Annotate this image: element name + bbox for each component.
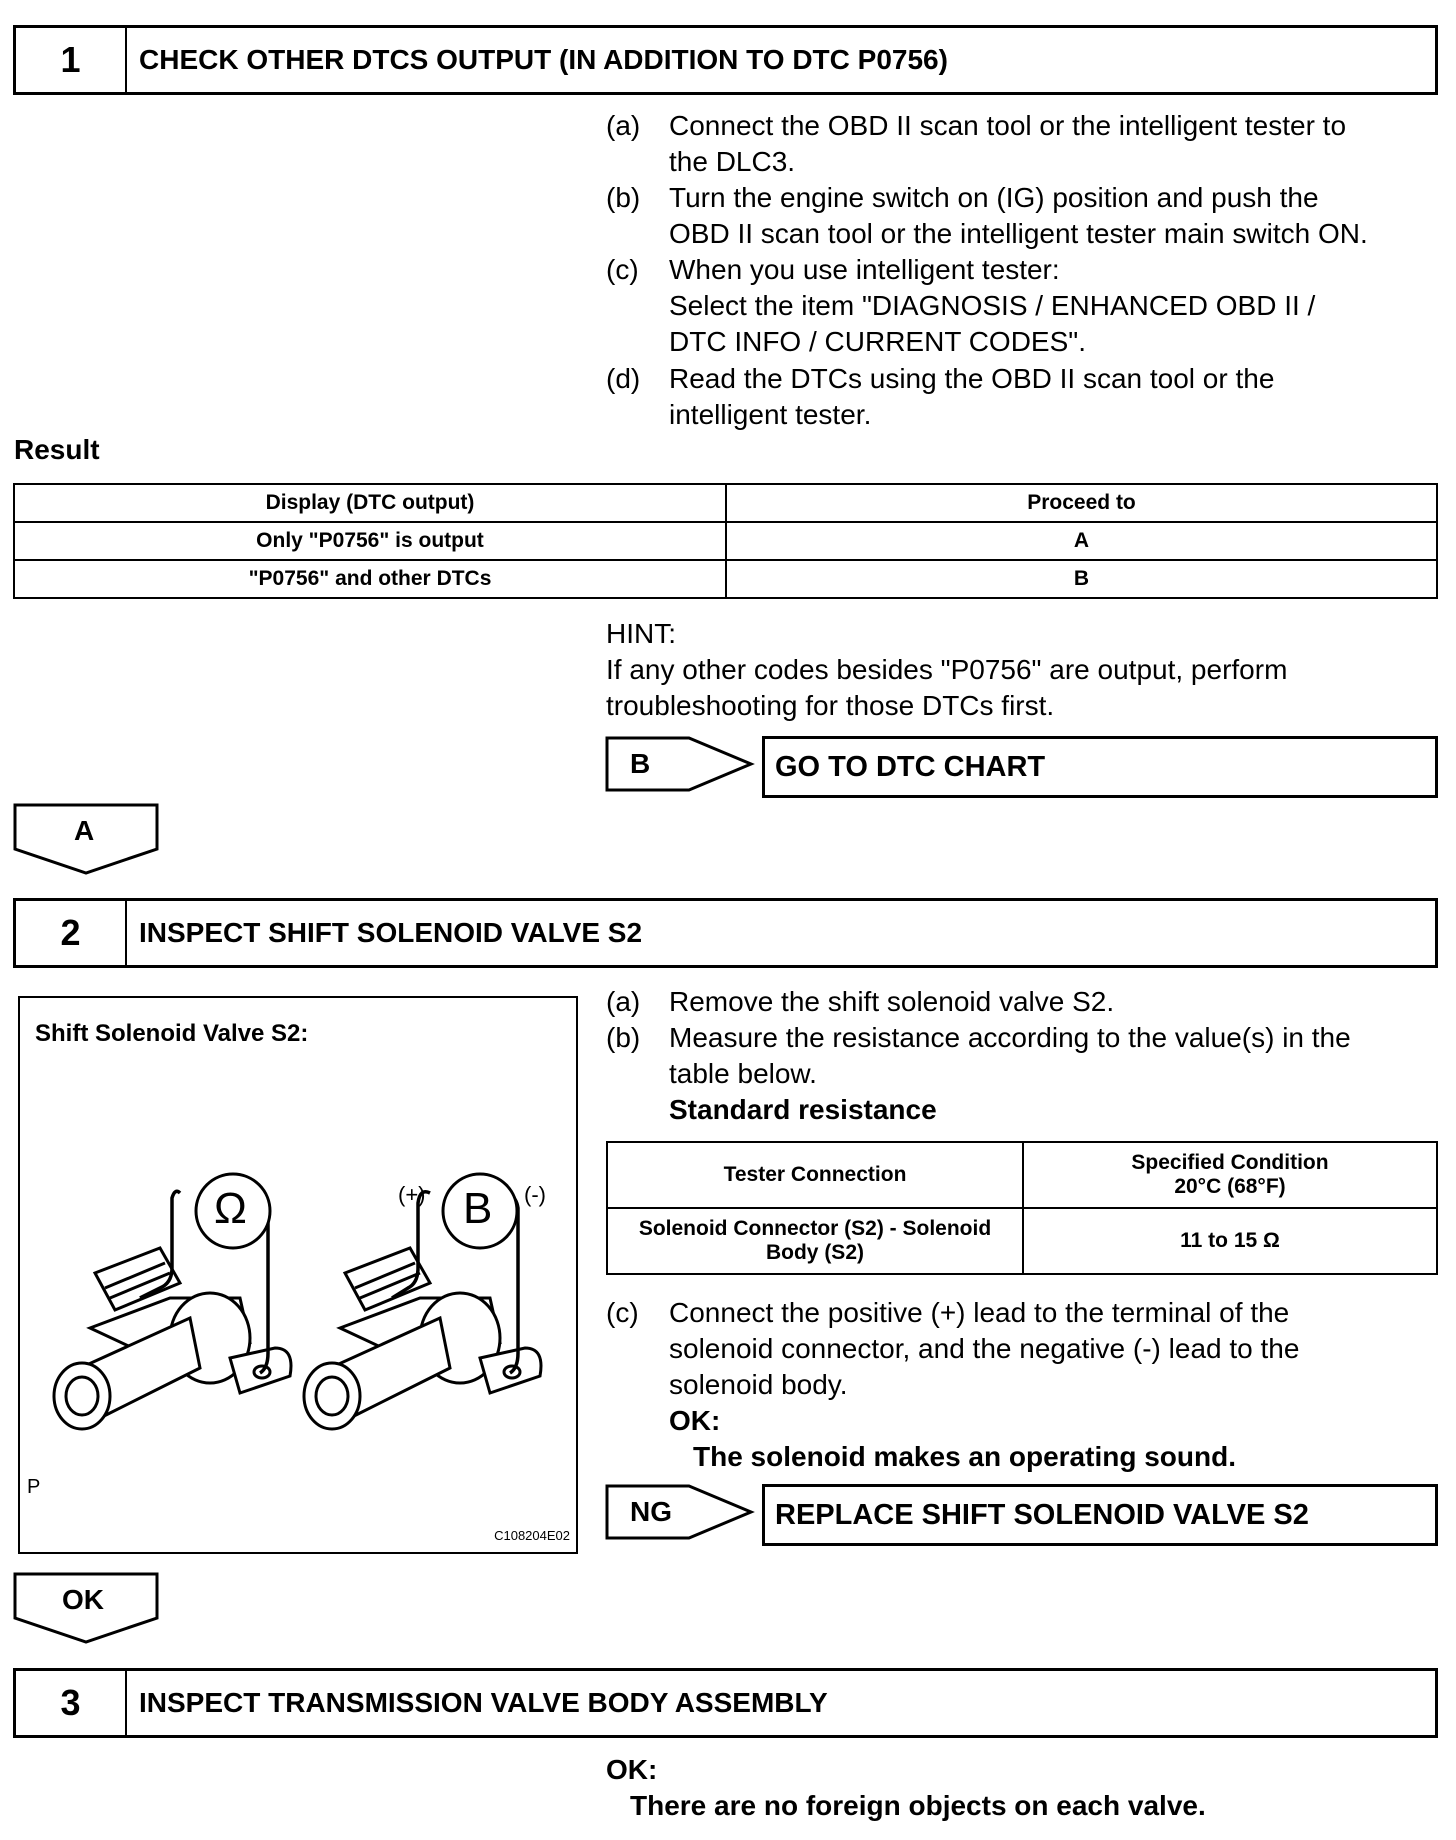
- table-cell-line: Body (S2): [765, 1241, 864, 1264]
- branch-arrow-icon: [605, 1484, 755, 1540]
- item-line: Read the DTCs using the OBD II scan tool…: [669, 363, 1275, 394]
- item-line: Measure the resistance according to the …: [669, 1022, 1351, 1053]
- instruction-item: (c) When you use intelligent tester: Sel…: [606, 252, 1436, 360]
- corner-mark: P: [27, 1476, 41, 1498]
- item-label: (b): [606, 182, 641, 213]
- branch-label: B: [630, 748, 651, 779]
- step-number: 3: [16, 1671, 127, 1735]
- instruction-item: (d) Read the DTCs using the OBD II scan …: [606, 361, 1436, 433]
- hint-label: HINT:: [606, 618, 676, 649]
- item-line: solenoid body.: [669, 1369, 848, 1400]
- ok-label: OK:: [669, 1405, 721, 1436]
- item-line: DTC INFO / CURRENT CODES".: [669, 326, 1086, 357]
- table-header: Display (DTC output): [13, 483, 727, 523]
- step-3-header: 3 INSPECT TRANSMISSION VALVE BODY ASSEMB…: [13, 1668, 1438, 1738]
- item-label: (a): [606, 110, 641, 141]
- solenoid-left: [52, 1246, 293, 1431]
- branch-action: GO TO DTC CHART: [775, 750, 1046, 783]
- step-title: INSPECT SHIFT SOLENOID VALVE S2: [139, 917, 643, 948]
- table-cell: Solenoid Connector (S2) - Solenoid Body …: [606, 1207, 1024, 1275]
- branch-action-box: GO TO DTC CHART: [762, 736, 1438, 798]
- table-cell: Only "P0756" is output: [13, 521, 727, 561]
- ok-text: There are no foreign objects on each val…: [630, 1790, 1206, 1821]
- result-heading: Result: [14, 434, 100, 465]
- item-line: Connect the OBD II scan tool or the inte…: [669, 110, 1347, 141]
- table-header: Tester Connection: [606, 1141, 1024, 1209]
- table-cell: "P0756" and other DTCs: [13, 559, 727, 599]
- figure-caption: Shift Solenoid Valve S2:: [35, 1020, 309, 1047]
- step-title: INSPECT TRANSMISSION VALVE BODY ASSEMBLY: [139, 1687, 828, 1718]
- item-label: (b): [606, 1022, 641, 1053]
- item-line: intelligent tester.: [669, 399, 872, 430]
- item-label: (c): [606, 1297, 639, 1328]
- instruction-item: (a) Connect the OBD II scan tool or the …: [606, 108, 1436, 180]
- standard-heading: Standard resistance: [669, 1094, 937, 1125]
- item-line: OBD II scan tool or the intelligent test…: [669, 218, 1368, 249]
- solenoid-diagram: [52, 1172, 543, 1431]
- table-header-line: Specified Condition: [1131, 1151, 1329, 1174]
- next-label: OK: [62, 1584, 104, 1615]
- table-header-cell: Specified Condition 20°C (68°F): [1022, 1141, 1438, 1209]
- hint-line: troubleshooting for those DTCs first.: [606, 690, 1055, 721]
- minus-sign: (-): [524, 1182, 546, 1207]
- item-line: the DLC3.: [669, 146, 796, 177]
- hint-line: If any other codes besides "P0756" are o…: [606, 654, 1288, 685]
- solenoid-figure: Shift Solenoid Valve S2:: [18, 996, 578, 1554]
- solenoid-right: [302, 1246, 543, 1431]
- step-1-header: 1 CHECK OTHER DTCS OUTPUT (IN ADDITION T…: [13, 25, 1438, 95]
- branch-action-box: REPLACE SHIFT SOLENOID VALVE S2: [762, 1484, 1438, 1546]
- ok-block: OK: There are no foreign objects on each…: [606, 1752, 1206, 1824]
- ok-label: OK:: [606, 1754, 658, 1785]
- next-label: A: [74, 815, 95, 846]
- item-line: Connect the positive (+) lead to the ter…: [669, 1297, 1290, 1328]
- step-number: 2: [16, 901, 127, 965]
- spec-table: Tester Connection Specified Condition 20…: [606, 1141, 1438, 1275]
- instruction-item: (a) Remove the shift solenoid valve S2.: [606, 984, 1436, 1020]
- instruction-item: (c) Connect the positive (+) lead to the…: [606, 1295, 1436, 1475]
- instruction-item: (b) Measure the resistance according to …: [606, 1020, 1436, 1128]
- table-cell: B: [725, 559, 1438, 599]
- item-line: Turn the engine switch on (IG) position …: [669, 182, 1319, 213]
- table-cell: A: [725, 521, 1438, 561]
- item-line: Remove the shift solenoid valve S2.: [669, 986, 1115, 1017]
- item-label: (a): [606, 986, 641, 1017]
- hint-block: HINT: If any other codes besides "P0756"…: [606, 616, 1436, 724]
- branch-arrow-icon: [605, 736, 755, 792]
- ok-text: The solenoid makes an operating sound.: [693, 1441, 1236, 1472]
- table-cell-line: Solenoid Connector (S2) - Solenoid: [638, 1217, 992, 1240]
- item-label: (c): [606, 254, 639, 285]
- table-cell: 11 to 15 Ω: [1022, 1207, 1438, 1275]
- battery-symbol: B: [463, 1184, 493, 1233]
- step-2-header: 2 INSPECT SHIFT SOLENOID VALVE S2: [13, 898, 1438, 968]
- step-number: 1: [16, 28, 127, 92]
- item-line: solenoid connector, and the negative (-)…: [669, 1333, 1300, 1364]
- item-label: (d): [606, 363, 641, 394]
- step-title: CHECK OTHER DTCS OUTPUT (IN ADDITION TO …: [139, 44, 948, 75]
- figure-code: C108204E02: [494, 1528, 570, 1543]
- ohm-symbol: Ω: [214, 1184, 247, 1233]
- down-arrow-icon: [13, 1572, 159, 1644]
- item-line: table below.: [669, 1058, 817, 1089]
- down-arrow-icon: [13, 803, 159, 875]
- table-header-line: 20°C (68°F): [1174, 1175, 1286, 1198]
- item-line: When you use intelligent tester:: [669, 254, 1060, 285]
- instruction-item: (b) Turn the engine switch on (IG) posit…: [606, 180, 1436, 252]
- branch-action: REPLACE SHIFT SOLENOID VALVE S2: [775, 1498, 1309, 1531]
- item-line: Select the item "DIAGNOSIS / ENHANCED OB…: [669, 290, 1316, 321]
- table-header: Proceed to: [725, 483, 1438, 523]
- result-table: Display (DTC output) Proceed to Only "P0…: [13, 483, 1438, 599]
- branch-label: NG: [630, 1496, 672, 1527]
- plus-sign: (+): [398, 1182, 426, 1207]
